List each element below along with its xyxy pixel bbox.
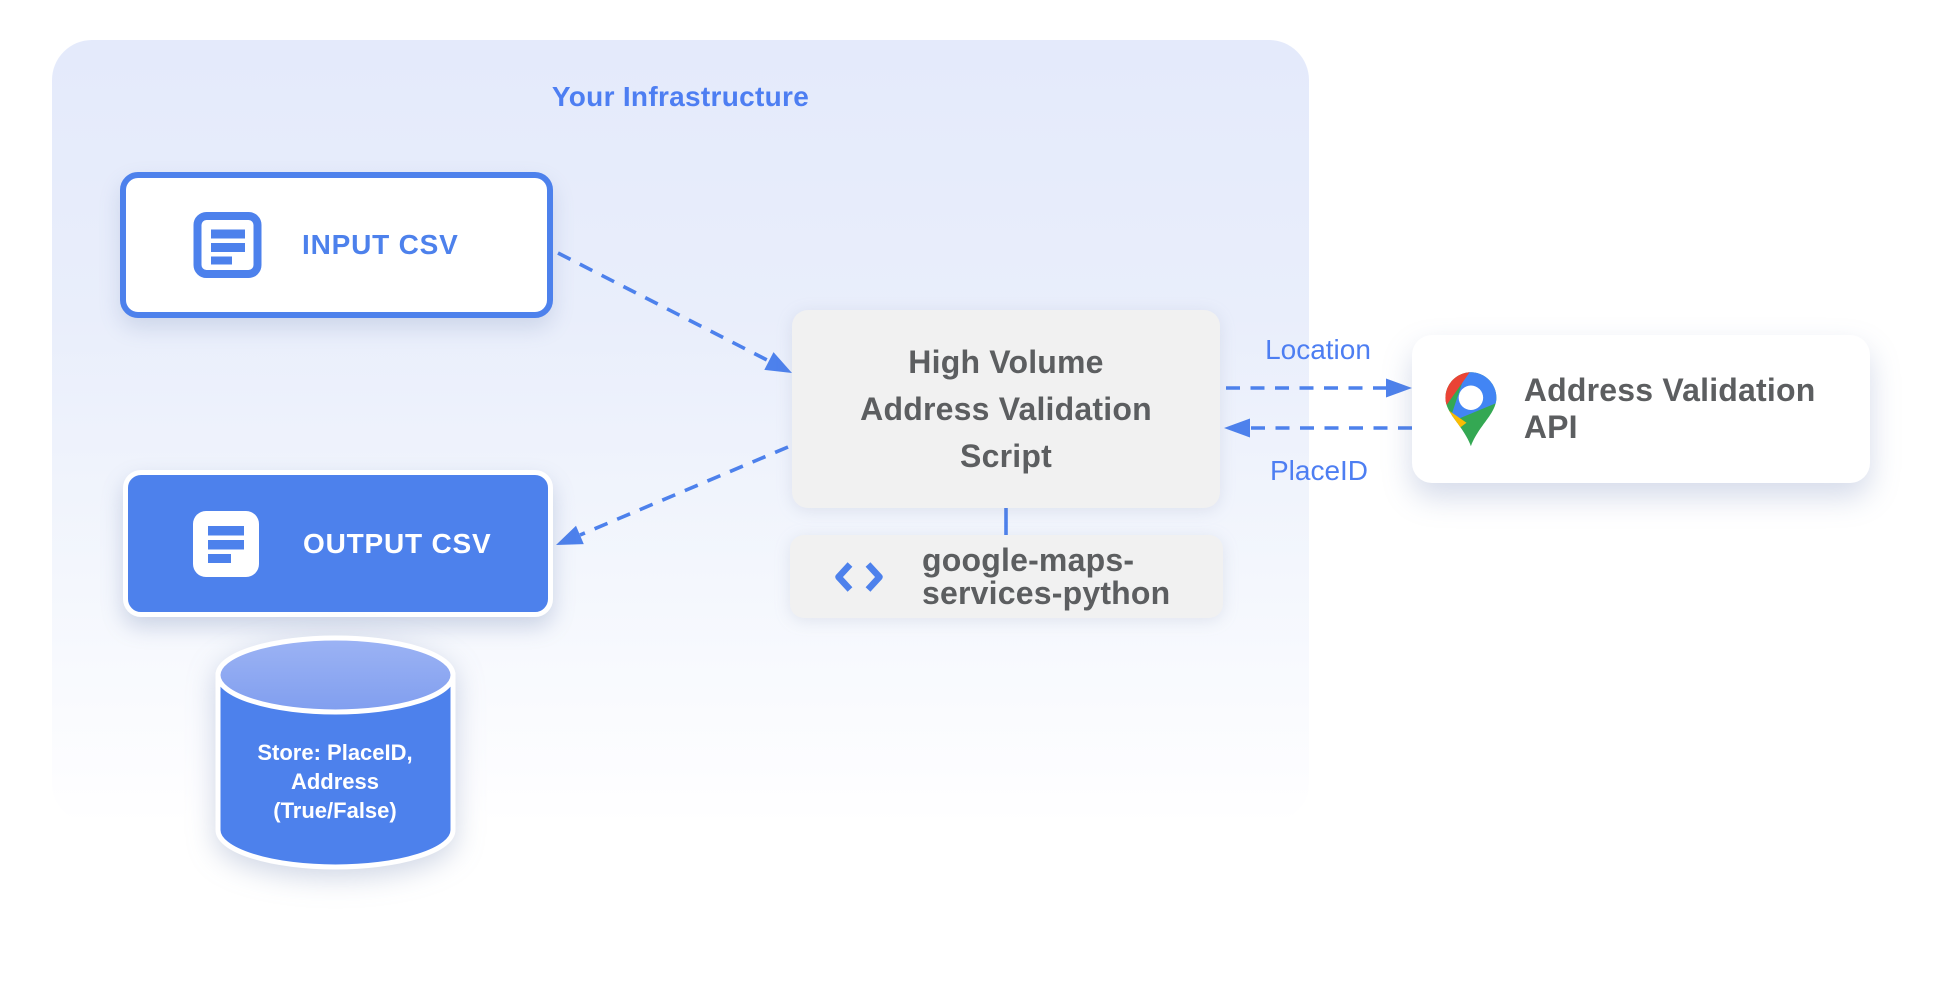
document-icon: [193, 510, 259, 577]
infrastructure-title: Your Infrastructure: [551, 81, 810, 112]
datastore-cylinder: [200, 622, 466, 872]
api-label: Address Validation API: [1523, 372, 1816, 445]
arrowhead-script-to-api: [1386, 378, 1412, 398]
edge-label-location: Location: [1265, 334, 1371, 365]
output-csv-node: OUTPUT CSV: [123, 470, 553, 617]
google-maps-pin-icon: [1445, 371, 1497, 446]
input-csv-node: INPUT CSV: [120, 172, 553, 318]
database-cylinder-shape: [215, 635, 456, 870]
script-label: High Volume Address Validation Script: [860, 343, 1152, 474]
datastore-label: Store: PlaceID, Address (True/False): [257, 740, 413, 823]
script-node: High Volume Address Validation Script: [792, 310, 1220, 508]
library-label: google-maps- services-python: [922, 541, 1171, 611]
library-node: google-maps- services-python: [790, 535, 1223, 618]
output-csv-label: OUTPUT CSV: [303, 527, 492, 559]
document-icon: [193, 212, 262, 278]
edge-label-placeid: PlaceID: [1269, 455, 1369, 486]
api-node: Address Validation API: [1412, 335, 1870, 483]
input-csv-label: INPUT CSV: [302, 229, 459, 260]
code-icon: [835, 561, 883, 592]
